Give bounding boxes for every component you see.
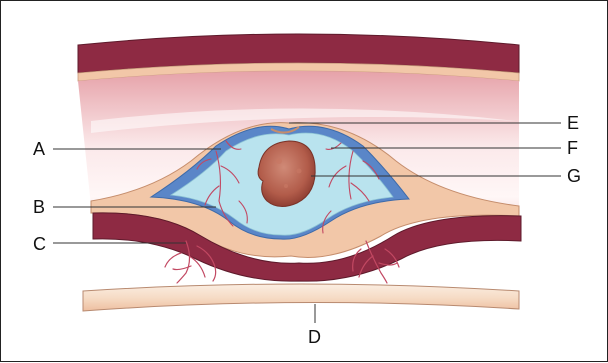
- label-a: A: [33, 139, 45, 159]
- label-d: D: [308, 327, 321, 347]
- label-c: C: [33, 234, 46, 254]
- label-g: G: [567, 166, 581, 186]
- label-b: B: [33, 197, 45, 217]
- label-f: F: [567, 138, 578, 158]
- label-e: E: [567, 113, 579, 133]
- outer-tube: [83, 284, 519, 311]
